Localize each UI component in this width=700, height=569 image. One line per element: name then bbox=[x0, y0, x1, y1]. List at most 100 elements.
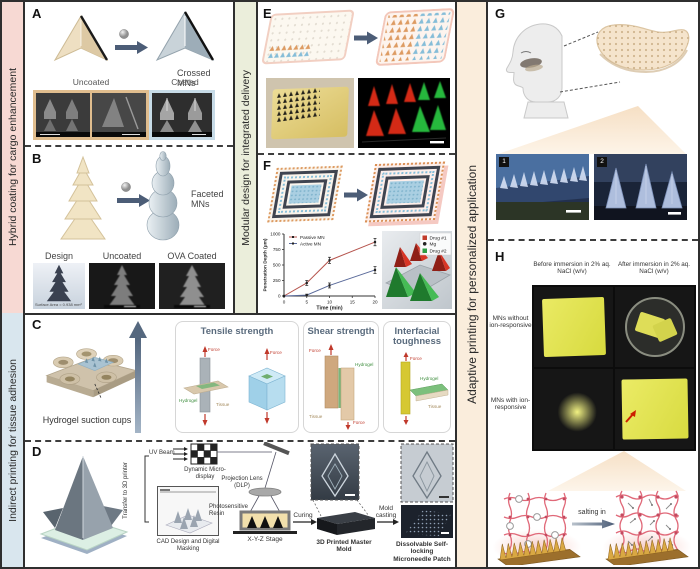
svg-text:Time (min): Time (min) bbox=[316, 306, 342, 312]
petri-dish bbox=[624, 297, 685, 357]
tensile-cross-diagram: Force Hydrogel Tissue bbox=[179, 346, 230, 426]
panel-h: H Before immersion in 2% aq. NaCl (w/v) … bbox=[488, 241, 698, 567]
svg-text:15: 15 bbox=[350, 300, 356, 305]
shear-strength-box: Shear strength Force Hydrogel Tissue For… bbox=[303, 321, 379, 433]
shear-strength-title: Shear strength bbox=[307, 326, 375, 337]
svg-text:Active MN: Active MN bbox=[300, 241, 321, 246]
immersion-photo-grid bbox=[532, 285, 696, 451]
svg-text:0: 0 bbox=[278, 294, 281, 299]
concentric-patch-printed-illustration bbox=[364, 161, 446, 223]
microneedle-photo-2-graphic bbox=[594, 154, 687, 220]
tissue-annotation: Tissue bbox=[428, 404, 442, 409]
sem-uncoated-closeup-image bbox=[92, 93, 146, 137]
cad-caption: CAD Design and Digital Masking bbox=[156, 539, 220, 552]
sem-image-strip bbox=[33, 90, 215, 140]
coating-sphere-arrow-icon bbox=[117, 182, 150, 207]
legend-mg-label: Mg bbox=[430, 242, 437, 248]
sidebar-label-adaptive-printing: Adaptive printing for personalized appli… bbox=[464, 165, 479, 404]
hydrogel-annotation: Hydrogel bbox=[420, 376, 438, 381]
hydrogel-suction-cups-illustration bbox=[45, 348, 138, 400]
photosensitive-resin-label: Photosensitive Resin bbox=[209, 504, 249, 517]
panel-h-letter: H bbox=[495, 249, 505, 264]
tensile-cube-diagram: Force bbox=[248, 348, 286, 424]
yellow-film bbox=[541, 296, 606, 358]
crossed-mn-coated-illustration bbox=[155, 11, 215, 62]
svg-text:1000: 1000 bbox=[270, 232, 281, 237]
before-immersion-header: Before immersion in 2% aq. NaCl (w/v) bbox=[533, 261, 611, 276]
micro-display-label: Dynamic Micro-display bbox=[184, 467, 226, 480]
head-and-patch-illustration bbox=[505, 23, 690, 119]
interfacial-toughness-title: Interfacial toughness bbox=[392, 326, 442, 348]
hydrogel-annotation: Hydrogel bbox=[179, 398, 197, 403]
svg-text:20: 20 bbox=[372, 300, 378, 305]
divider-top-block bbox=[25, 313, 455, 315]
ova-coated-label: OVA Coated bbox=[167, 251, 217, 261]
uncoated-sem-frame bbox=[33, 90, 149, 140]
coating-sphere-arrow-icon bbox=[115, 29, 148, 54]
drug-pyramids-3d-image: Drug #1 Mg Drug #2 bbox=[382, 231, 452, 309]
self-locking-mn-render bbox=[39, 456, 129, 554]
modular-patch-full-illustration bbox=[375, 8, 455, 66]
transform-arrow-icon bbox=[344, 188, 368, 202]
fluorescent-needles bbox=[361, 81, 447, 144]
mold-casting-label: Mold casting bbox=[375, 505, 397, 520]
gold-mn-array-before bbox=[497, 537, 581, 565]
drug-pyramids-graphic: Drug #1 Mg Drug #2 bbox=[385, 232, 452, 301]
sidebar-adaptive-printing: Adaptive printing for personalized appli… bbox=[455, 2, 488, 567]
photo-without-before bbox=[534, 287, 613, 367]
hydrogel-suction-cups-caption: Hydrogel suction cups bbox=[42, 415, 132, 425]
crossed-mn-uncoated-illustration bbox=[53, 15, 109, 62]
photo-2-tag: 2 bbox=[597, 157, 607, 167]
upward-arrow-icon bbox=[129, 321, 147, 433]
panel-c-letter: C bbox=[32, 317, 42, 332]
xyz-stage-label: X-Y-Z Stage bbox=[247, 536, 283, 543]
uncoated-needle-silhouette bbox=[104, 265, 140, 308]
tissue-annotation: Tissue bbox=[216, 402, 230, 407]
zoom-funnel bbox=[548, 451, 686, 491]
panel-g-letter: G bbox=[495, 6, 506, 21]
photo-with-before bbox=[534, 369, 613, 449]
force-annotation: Force bbox=[270, 350, 282, 355]
ova-coated-sem-image bbox=[159, 263, 225, 309]
force-annotation: Force bbox=[208, 347, 220, 352]
printing-process-schematic bbox=[144, 442, 454, 538]
force-annotation: Force bbox=[309, 348, 321, 353]
uncoated-label: Uncoated bbox=[102, 251, 142, 261]
zoom-funnel bbox=[498, 106, 686, 154]
panel-d: D bbox=[25, 442, 455, 567]
microneedle-photo-1-graphic bbox=[496, 154, 589, 220]
interfacial-toughness-box: Interfacial toughness Force Hydrogel Tis… bbox=[383, 321, 451, 433]
uncoated-sem-image bbox=[89, 263, 155, 309]
panel-b-letter: B bbox=[32, 151, 42, 166]
svg-text:250: 250 bbox=[273, 278, 281, 283]
dissolvable-patch-label: Dissolvable Self-locking Microneedle Pat… bbox=[393, 541, 451, 563]
modular-patch-partial-illustration bbox=[261, 9, 355, 65]
black-needle-cluster bbox=[276, 86, 320, 124]
transfer-to-printer-label: Transfer to 3D printer bbox=[123, 462, 129, 519]
panel-e: E bbox=[258, 2, 455, 155]
design-needle-silhouette bbox=[46, 264, 72, 302]
microneedle-photo-2: 2 bbox=[594, 154, 687, 220]
uv-beam-label: UV Beam bbox=[149, 450, 175, 456]
cad-screenshot bbox=[157, 486, 219, 536]
salting-in-label: salting in bbox=[578, 509, 606, 516]
svg-text:500: 500 bbox=[273, 263, 281, 268]
panel-d-letter: D bbox=[32, 444, 42, 459]
row-label-with-ion: MNs with ion-responsive bbox=[490, 397, 531, 412]
sidebar-label-indirect-printing: Indirect printing for tissue adhesion bbox=[6, 358, 19, 522]
micro-display-grid bbox=[190, 443, 218, 465]
sem-coated-array-image bbox=[152, 93, 212, 137]
svg-text:10: 10 bbox=[327, 300, 333, 305]
photo-with-after bbox=[615, 369, 694, 449]
crossed-mns-label: Crossed MNs bbox=[177, 68, 211, 89]
design-render-image: Surface Area = 0.938 mm² bbox=[33, 263, 85, 309]
svg-text:Penetration Depth (μm): Penetration Depth (μm) bbox=[263, 238, 269, 291]
row-label-without-ion: MNs without ion-responsive bbox=[489, 315, 532, 330]
photo-without-after bbox=[615, 287, 694, 367]
yellow-film bbox=[539, 378, 608, 440]
tensile-strength-box: Tensile strength Force Hydrogel Tissue F… bbox=[175, 321, 299, 433]
design-label: Design bbox=[44, 251, 73, 261]
